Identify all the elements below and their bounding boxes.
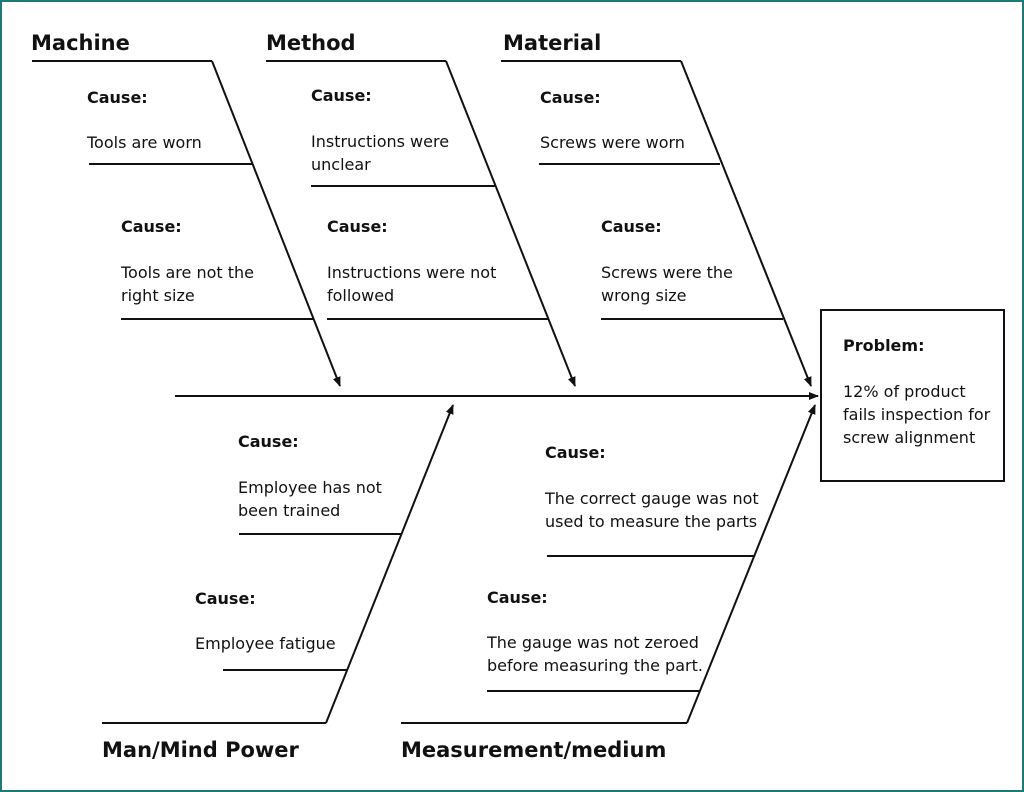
cause-text: been trained bbox=[238, 501, 341, 520]
cause-text: Tools are not the bbox=[121, 263, 255, 282]
cause-label: Cause: bbox=[601, 217, 662, 236]
problem-text: 12% of product bbox=[843, 382, 966, 401]
cause-label: Cause: bbox=[311, 86, 372, 105]
cause-text: wrong size bbox=[601, 286, 687, 305]
cause-text: before measuring the part. bbox=[487, 656, 703, 675]
cause-label: Cause: bbox=[121, 217, 182, 236]
category-method: Method bbox=[266, 31, 356, 55]
method-bone bbox=[445, 60, 576, 387]
measurement-bone bbox=[686, 404, 816, 724]
cause-text: Screws were the bbox=[601, 263, 733, 282]
cause-text: Instructions were bbox=[311, 132, 450, 151]
category-measurement-medium: Measurement/medium bbox=[401, 738, 667, 762]
cause-label: Cause: bbox=[327, 217, 388, 236]
man-bone bbox=[325, 404, 454, 724]
problem-label: Problem: bbox=[843, 336, 925, 355]
cause-label: Cause: bbox=[195, 589, 256, 608]
category-material: Material bbox=[503, 31, 602, 55]
machine-bone bbox=[211, 60, 341, 387]
problem-text: screw alignment bbox=[843, 428, 976, 447]
cause-label: Cause: bbox=[545, 443, 606, 462]
cause-text: Screws were worn bbox=[540, 133, 685, 152]
cause-label: Cause: bbox=[87, 88, 148, 107]
cause-text: Employee has not bbox=[238, 478, 382, 497]
cause-text: followed bbox=[327, 286, 395, 305]
problem-text: fails inspection for bbox=[843, 405, 991, 424]
cause-text: The correct gauge was not bbox=[545, 489, 759, 508]
cause-label: Cause: bbox=[487, 588, 548, 607]
cause-text: right size bbox=[121, 286, 195, 305]
cause-text: Instructions were not bbox=[327, 263, 497, 282]
category-man-mind-power: Man/Mind Power bbox=[102, 738, 299, 762]
cause-label: Cause: bbox=[238, 432, 299, 451]
cause-label: Cause: bbox=[540, 88, 601, 107]
cause-text: Employee fatigue bbox=[195, 634, 336, 653]
cause-text: The gauge was not zeroed bbox=[487, 633, 699, 652]
material-bone bbox=[680, 60, 812, 387]
cause-text: Tools are worn bbox=[87, 133, 202, 152]
cause-text: unclear bbox=[311, 155, 371, 174]
cause-text: used to measure the parts bbox=[545, 512, 758, 531]
category-machine: Machine bbox=[31, 31, 130, 55]
problem-box bbox=[820, 309, 1005, 482]
